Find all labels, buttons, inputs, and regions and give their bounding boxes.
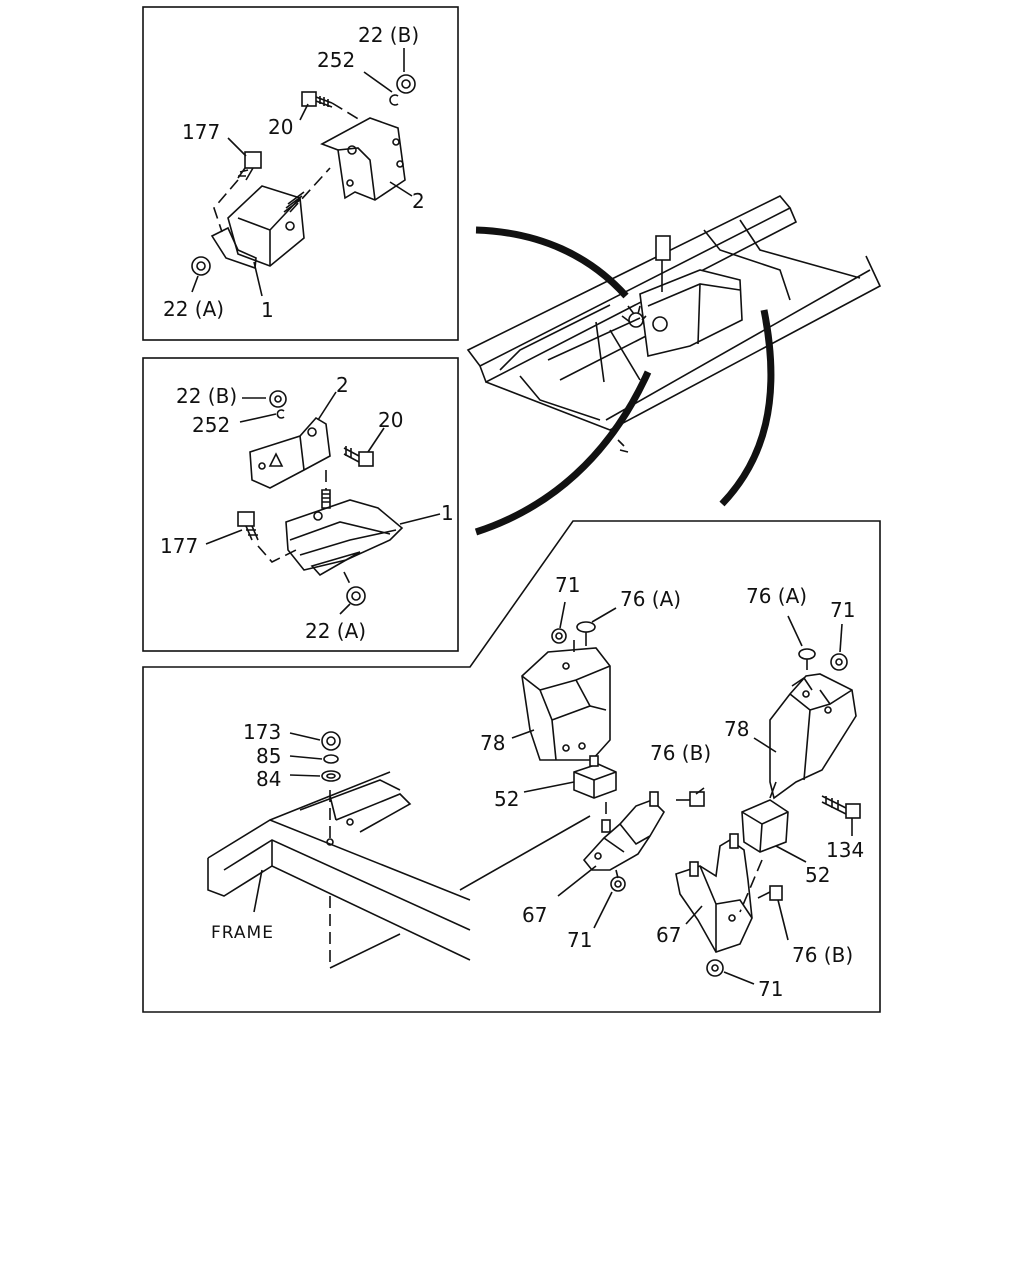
callout-22b: 22 (B) — [176, 384, 237, 408]
zoom-arcs — [474, 226, 775, 536]
callout-71: 71 — [567, 928, 592, 952]
part-bracket-78-right — [769, 673, 857, 800]
callout-2: 2 — [336, 373, 349, 397]
callout-20: 20 — [268, 115, 293, 139]
part-nut-22a — [191, 256, 211, 276]
part-washer-85 — [323, 754, 339, 764]
part-insulator-52-right — [741, 781, 789, 853]
callout-22a: 22 (A) — [163, 297, 224, 321]
part-washer-252 — [389, 94, 399, 106]
panel-b-border — [142, 357, 459, 652]
callout-134: 134 — [826, 838, 864, 862]
part-bracket-2 — [320, 117, 406, 201]
part-bracket-78-left — [521, 647, 611, 761]
panel-b: 22 (B) 2 252 20 177 1 22 (A) — [142, 357, 459, 652]
part-nut-71-top-right — [830, 653, 848, 671]
callout-252: 252 — [317, 48, 355, 72]
callout-1: 1 — [261, 298, 274, 322]
callout-22a: 22 (A) — [305, 619, 366, 643]
part-nut-22a — [346, 586, 366, 606]
part-nut-71-bottom-left — [610, 876, 626, 892]
callout-2: 2 — [412, 189, 425, 213]
callout-20: 20 — [378, 408, 403, 432]
part-frame — [207, 771, 471, 969]
part-bolt-177 — [237, 511, 259, 541]
frame-label: FRAME — [211, 923, 274, 943]
callout-76b: 76 (B) — [650, 741, 711, 765]
callout-85: 85 — [256, 744, 281, 768]
callout-78: 78 — [480, 731, 505, 755]
part-bolt-76a-left — [576, 621, 596, 646]
callout-177: 177 — [182, 120, 220, 144]
callout-177: 177 — [160, 534, 198, 558]
callout-52: 52 — [494, 787, 519, 811]
frame-overview — [466, 195, 882, 453]
part-bolt-76b-left — [676, 791, 705, 807]
part-mount-1 — [285, 499, 404, 577]
callout-67: 67 — [522, 903, 547, 927]
callout-67: 67 — [656, 923, 681, 947]
panel-a: 22 (B) 252 20 177 2 22 (A) 1 — [142, 6, 459, 341]
callout-76b: 76 (B) — [792, 943, 853, 967]
callout-76a: 76 (A) — [746, 584, 807, 608]
part-nut-22b — [396, 74, 416, 94]
callout-22b: 22 (B) — [358, 23, 419, 47]
part-nut-71-top-left — [551, 628, 567, 644]
part-nut-22b — [269, 390, 287, 408]
part-mount-1 — [210, 185, 305, 270]
part-bracket-2 — [249, 416, 331, 489]
panel-c: 71 76 (A) 76 (A) 71 173 85 84 78 78 76 (… — [142, 520, 881, 1013]
callout-71: 71 — [758, 977, 783, 1001]
panel-c-border — [142, 520, 881, 1013]
part-bracket-67-right — [675, 833, 753, 953]
part-nut-71-bottom-right — [706, 959, 724, 977]
part-bolt-177 — [237, 151, 262, 181]
callout-71: 71 — [830, 598, 855, 622]
part-washer-84 — [321, 770, 341, 782]
part-insulator-52-left — [573, 755, 617, 799]
callout-173: 173 — [243, 720, 281, 744]
callout-252: 252 — [192, 413, 230, 437]
part-bolt-20 — [343, 446, 374, 467]
part-bolt-76b-right — [757, 885, 783, 901]
callout-1: 1 — [441, 501, 454, 525]
part-bolt-76a-right — [798, 648, 816, 670]
callout-71: 71 — [555, 573, 580, 597]
panel-a-border — [142, 6, 459, 341]
part-bolt-134 — [821, 795, 861, 819]
part-nut-173 — [321, 731, 341, 751]
part-washer-252 — [276, 409, 285, 419]
callout-78: 78 — [724, 717, 749, 741]
callout-76a: 76 (A) — [620, 587, 681, 611]
callout-52: 52 — [805, 863, 830, 887]
callout-84: 84 — [256, 767, 281, 791]
part-bolt-20 — [301, 91, 333, 108]
part-bracket-67-left — [582, 791, 666, 871]
